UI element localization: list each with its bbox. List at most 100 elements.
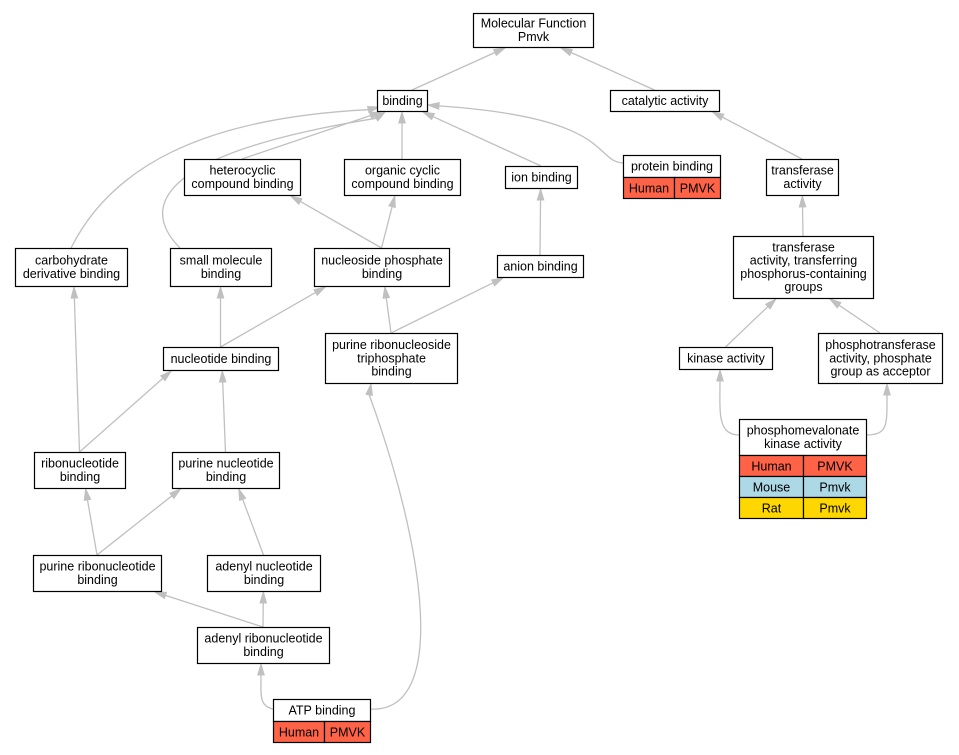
edge-arrowhead	[83, 487, 92, 501]
node-label-line: adenyl ribonucleotide	[204, 632, 322, 646]
edge-line	[865, 394, 888, 436]
edge-line	[380, 206, 393, 249]
node-ion-binding[interactable]: ion binding	[504, 165, 579, 190]
node-label-line: binding	[382, 94, 422, 108]
node-catalytic-activity[interactable]: catalytic activity	[609, 89, 721, 113]
node-label-line: anion binding	[503, 259, 577, 273]
edge-arrowhead	[798, 194, 807, 208]
node-label-line: binding	[243, 645, 283, 659]
edge-purine-ribonucleoside-triphosphate-binding-to-anion-binding	[390, 277, 505, 334]
species-label: Human	[751, 460, 791, 474]
node-label-line: compound binding	[351, 177, 453, 191]
node-label-line: heterocyclic	[210, 164, 276, 178]
edge-line	[96, 495, 173, 556]
edge-arrowhead	[259, 590, 268, 604]
node-box	[343, 158, 462, 197]
node-box	[162, 346, 280, 372]
node-label-line: phosphotransferase	[825, 338, 936, 352]
edge-arrowhead	[70, 285, 79, 299]
node-box	[732, 235, 875, 300]
node-box	[472, 12, 595, 49]
edge-adenyl-nucleotide-binding-to-purine-nucleotide-binding	[238, 487, 265, 556]
gene-cell	[802, 496, 868, 520]
node-box	[33, 451, 127, 490]
edge-purine-nucleotide-binding-to-nucleotide-binding	[218, 369, 227, 453]
gene-label: PMVK	[680, 182, 716, 196]
node-box	[738, 418, 868, 457]
edge-transferase-phosphorus-to-transferase-activity	[798, 194, 807, 237]
edge-arrowhead	[313, 286, 327, 297]
node-label-line: catalytic activity	[622, 94, 710, 108]
edge-line	[70, 109, 369, 249]
edge-line	[570, 51, 655, 91]
edge-arrowhead	[153, 591, 168, 600]
node-binding[interactable]: binding	[376, 89, 429, 113]
edge-line	[838, 304, 881, 334]
node-label-line: binding	[206, 470, 246, 484]
edge-line	[385, 297, 392, 334]
edge-line	[432, 115, 542, 167]
node-label-line: Pmvk	[518, 30, 550, 44]
node-label-line: groups	[784, 280, 822, 294]
edge-ribonucleotide-binding-to-nucleotide-binding	[79, 369, 173, 453]
node-label-line: nucleotide binding	[171, 352, 272, 366]
edge-arrowhead	[828, 298, 842, 309]
edge-arrowhead	[257, 662, 265, 676]
edge-phosphotransferase-to-transferase-phosphorus	[828, 298, 881, 334]
node-label-line: phosphorus-containing	[740, 267, 867, 281]
edge-transferase-activity-to-catalytic-activity	[711, 111, 803, 160]
edge-line	[539, 199, 542, 256]
edge-arrowhead	[883, 382, 891, 396]
node-box	[504, 165, 579, 190]
edge-arrowhead	[426, 102, 440, 110]
edge-carbohydrate-derivative-binding-to-binding	[70, 105, 381, 249]
node-box	[32, 554, 163, 593]
node-label-line: activity, transferring	[750, 254, 857, 268]
node-label-line: purine nucleotide	[178, 457, 273, 471]
edge-arrowhead	[366, 105, 381, 114]
node-box	[376, 89, 429, 113]
species-label: Human	[279, 726, 319, 740]
edge-arrowhead	[238, 487, 247, 502]
edge-arrowhead	[490, 277, 505, 287]
edge-line	[390, 282, 494, 334]
edge-line	[161, 117, 377, 249]
node-box	[678, 346, 774, 371]
node-nucleotide-binding[interactable]: nucleotide binding	[162, 346, 280, 372]
edge-line	[722, 116, 803, 160]
node-box	[609, 89, 721, 113]
node-kinase-activity[interactable]: kinase activity	[678, 346, 774, 371]
node-label-line: binding	[60, 470, 100, 484]
edge-line	[719, 380, 740, 436]
edge-anion-binding-to-ion-binding	[536, 187, 545, 256]
edge-line	[165, 594, 264, 628]
edge-line	[222, 381, 227, 453]
node-label-line: activity, phosphate	[829, 351, 932, 365]
node-label-line: Molecular Function	[481, 17, 587, 31]
edge-line	[411, 51, 496, 91]
edge-adenyl-ribonucleotide-binding-to-adenyl-nucleotide-binding	[259, 590, 268, 628]
node-label-line: activity	[783, 177, 822, 191]
node-anion-binding[interactable]: anion binding	[496, 254, 585, 279]
